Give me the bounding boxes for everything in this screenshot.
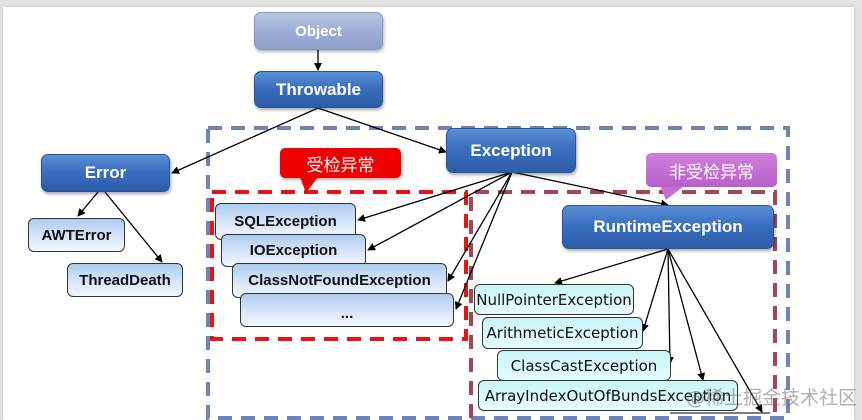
checked-group-frame [210,190,468,341]
node-error: Error [41,154,170,192]
node-arrayindexoutofboundsexception: ArrayIndexOutOfBundsException [478,380,738,411]
arrow-exception-sql [357,171,513,222]
unchecked-exceptions-callout: 非受检异常 [646,153,777,187]
arrow-runtime-arrayindex [667,248,706,381]
arrow-runtime-offscreen [667,248,763,413]
unchecked-group-frame [469,190,777,418]
arrow-runtime-arithmetic [641,248,669,332]
node-exception: Exception [446,128,576,173]
arrow-error-threaddeath [104,191,163,263]
checked-exceptions-callout: 受检异常 [280,148,401,178]
node-nullpointerexception: NullPointerException [474,284,634,315]
arrow-exception-io [367,171,513,251]
unchecked-callout-label: 非受检异常 [669,162,754,182]
arrow-throwable-exception [317,107,447,154]
arrow-exception-runtime [511,171,669,208]
watermark-text: @稀土掘金技术社区 [686,387,858,409]
node-runtimeexception: RuntimeException [562,205,774,249]
arrow-exception-classnotfound [447,171,513,282]
node-sqlexception: SQLException [215,203,356,240]
checked-callout-label: 受检异常 [306,155,375,175]
arrow-throwable-error [171,107,319,174]
node-throwable: Throwable [254,71,383,108]
node-ioexception: IOException [221,234,366,267]
arrow-runtime-classcast [665,248,674,365]
node-awterror: AWTError [28,218,125,252]
node-threaddeath: ThreadDeath [67,263,183,297]
node-classnotfoundexception: ClassNotFoundException [232,263,447,298]
arrow-exception-more [454,171,513,310]
arrow-error-awterror [77,191,99,217]
node-object: Object [254,12,383,50]
arrow-runtime-nullpointer [554,248,669,285]
node-more-checked: ... [240,293,454,327]
node-arithmeticexception: ArithmeticException [482,317,643,349]
node-classcastexception: ClassCastException [497,350,671,381]
